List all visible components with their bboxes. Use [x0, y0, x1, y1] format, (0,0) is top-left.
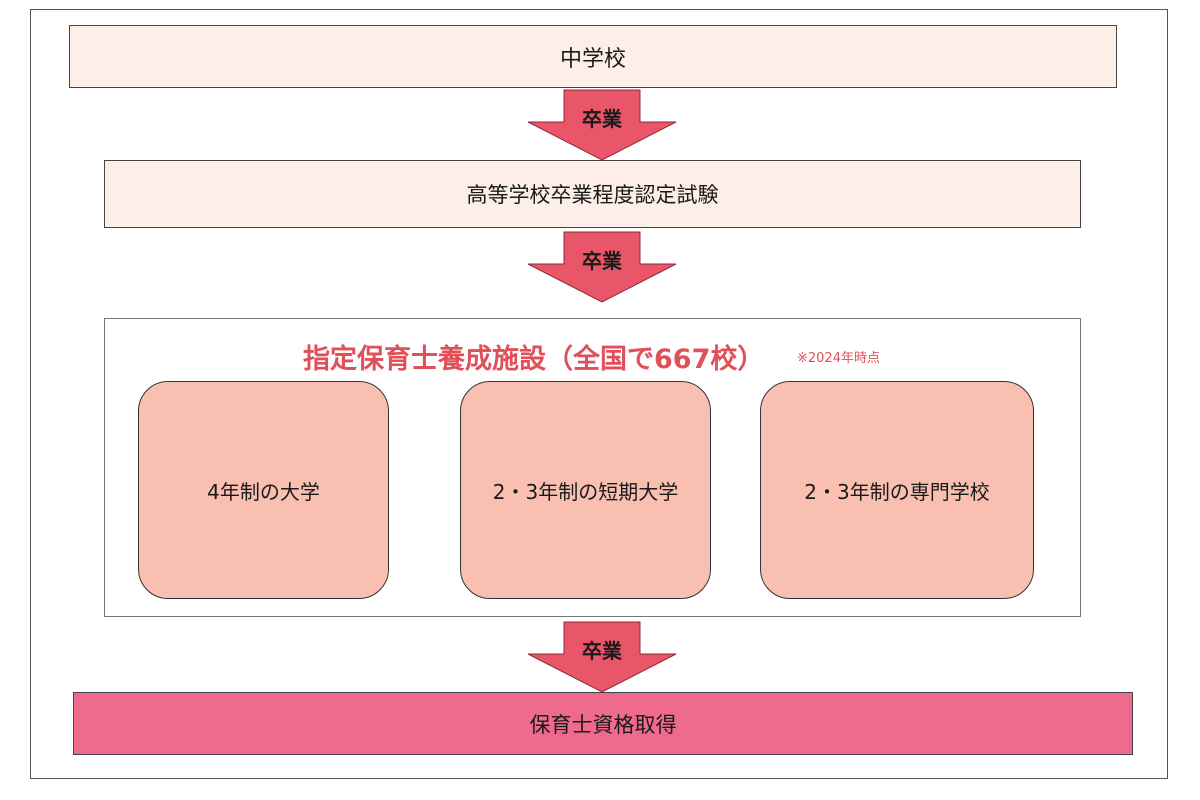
down-arrow-icon — [527, 89, 677, 161]
school-type-card-university: 4年制の大学 — [138, 381, 389, 599]
down-arrow-icon — [527, 621, 677, 693]
junior-high-school-label: 中学校 — [559, 46, 626, 72]
graduation-arrow-2: 卒業 — [527, 231, 677, 303]
school-type-label: 2・3年制の専門学校 — [804, 479, 990, 504]
facilities-note: ※2024年時点 — [797, 351, 880, 366]
equivalency-exam-box: 高等学校卒業程度認定試験 — [104, 160, 1081, 228]
school-type-card-vocational-school: 2・3年制の専門学校 — [760, 381, 1034, 599]
graduation-arrow-3: 卒業 — [527, 621, 677, 693]
equivalency-exam-label: 高等学校卒業程度認定試験 — [466, 183, 719, 207]
graduation-arrow-1-label: 卒業 — [582, 107, 622, 131]
school-type-label: 2・3年制の短期大学 — [492, 479, 679, 504]
graduation-arrow-3-label: 卒業 — [582, 639, 622, 663]
graduation-arrow-1: 卒業 — [527, 89, 677, 161]
school-type-label: 4年制の大学 — [207, 479, 320, 504]
childcare-qualification-label: 保育士資格取得 — [529, 712, 677, 737]
junior-high-school-box: 中学校 — [69, 25, 1117, 88]
down-arrow-icon — [527, 231, 677, 303]
designated-training-facilities-panel: 指定保育士養成施設（全国で667校） ※2024年時点 4年制の大学 2・3年制… — [104, 318, 1081, 617]
childcare-qualification-box: 保育士資格取得 — [73, 692, 1133, 755]
school-type-card-junior-college: 2・3年制の短期大学 — [460, 381, 711, 599]
facilities-title: 指定保育士養成施設（全国で667校） — [303, 344, 765, 375]
graduation-arrow-2-label: 卒業 — [582, 249, 622, 273]
